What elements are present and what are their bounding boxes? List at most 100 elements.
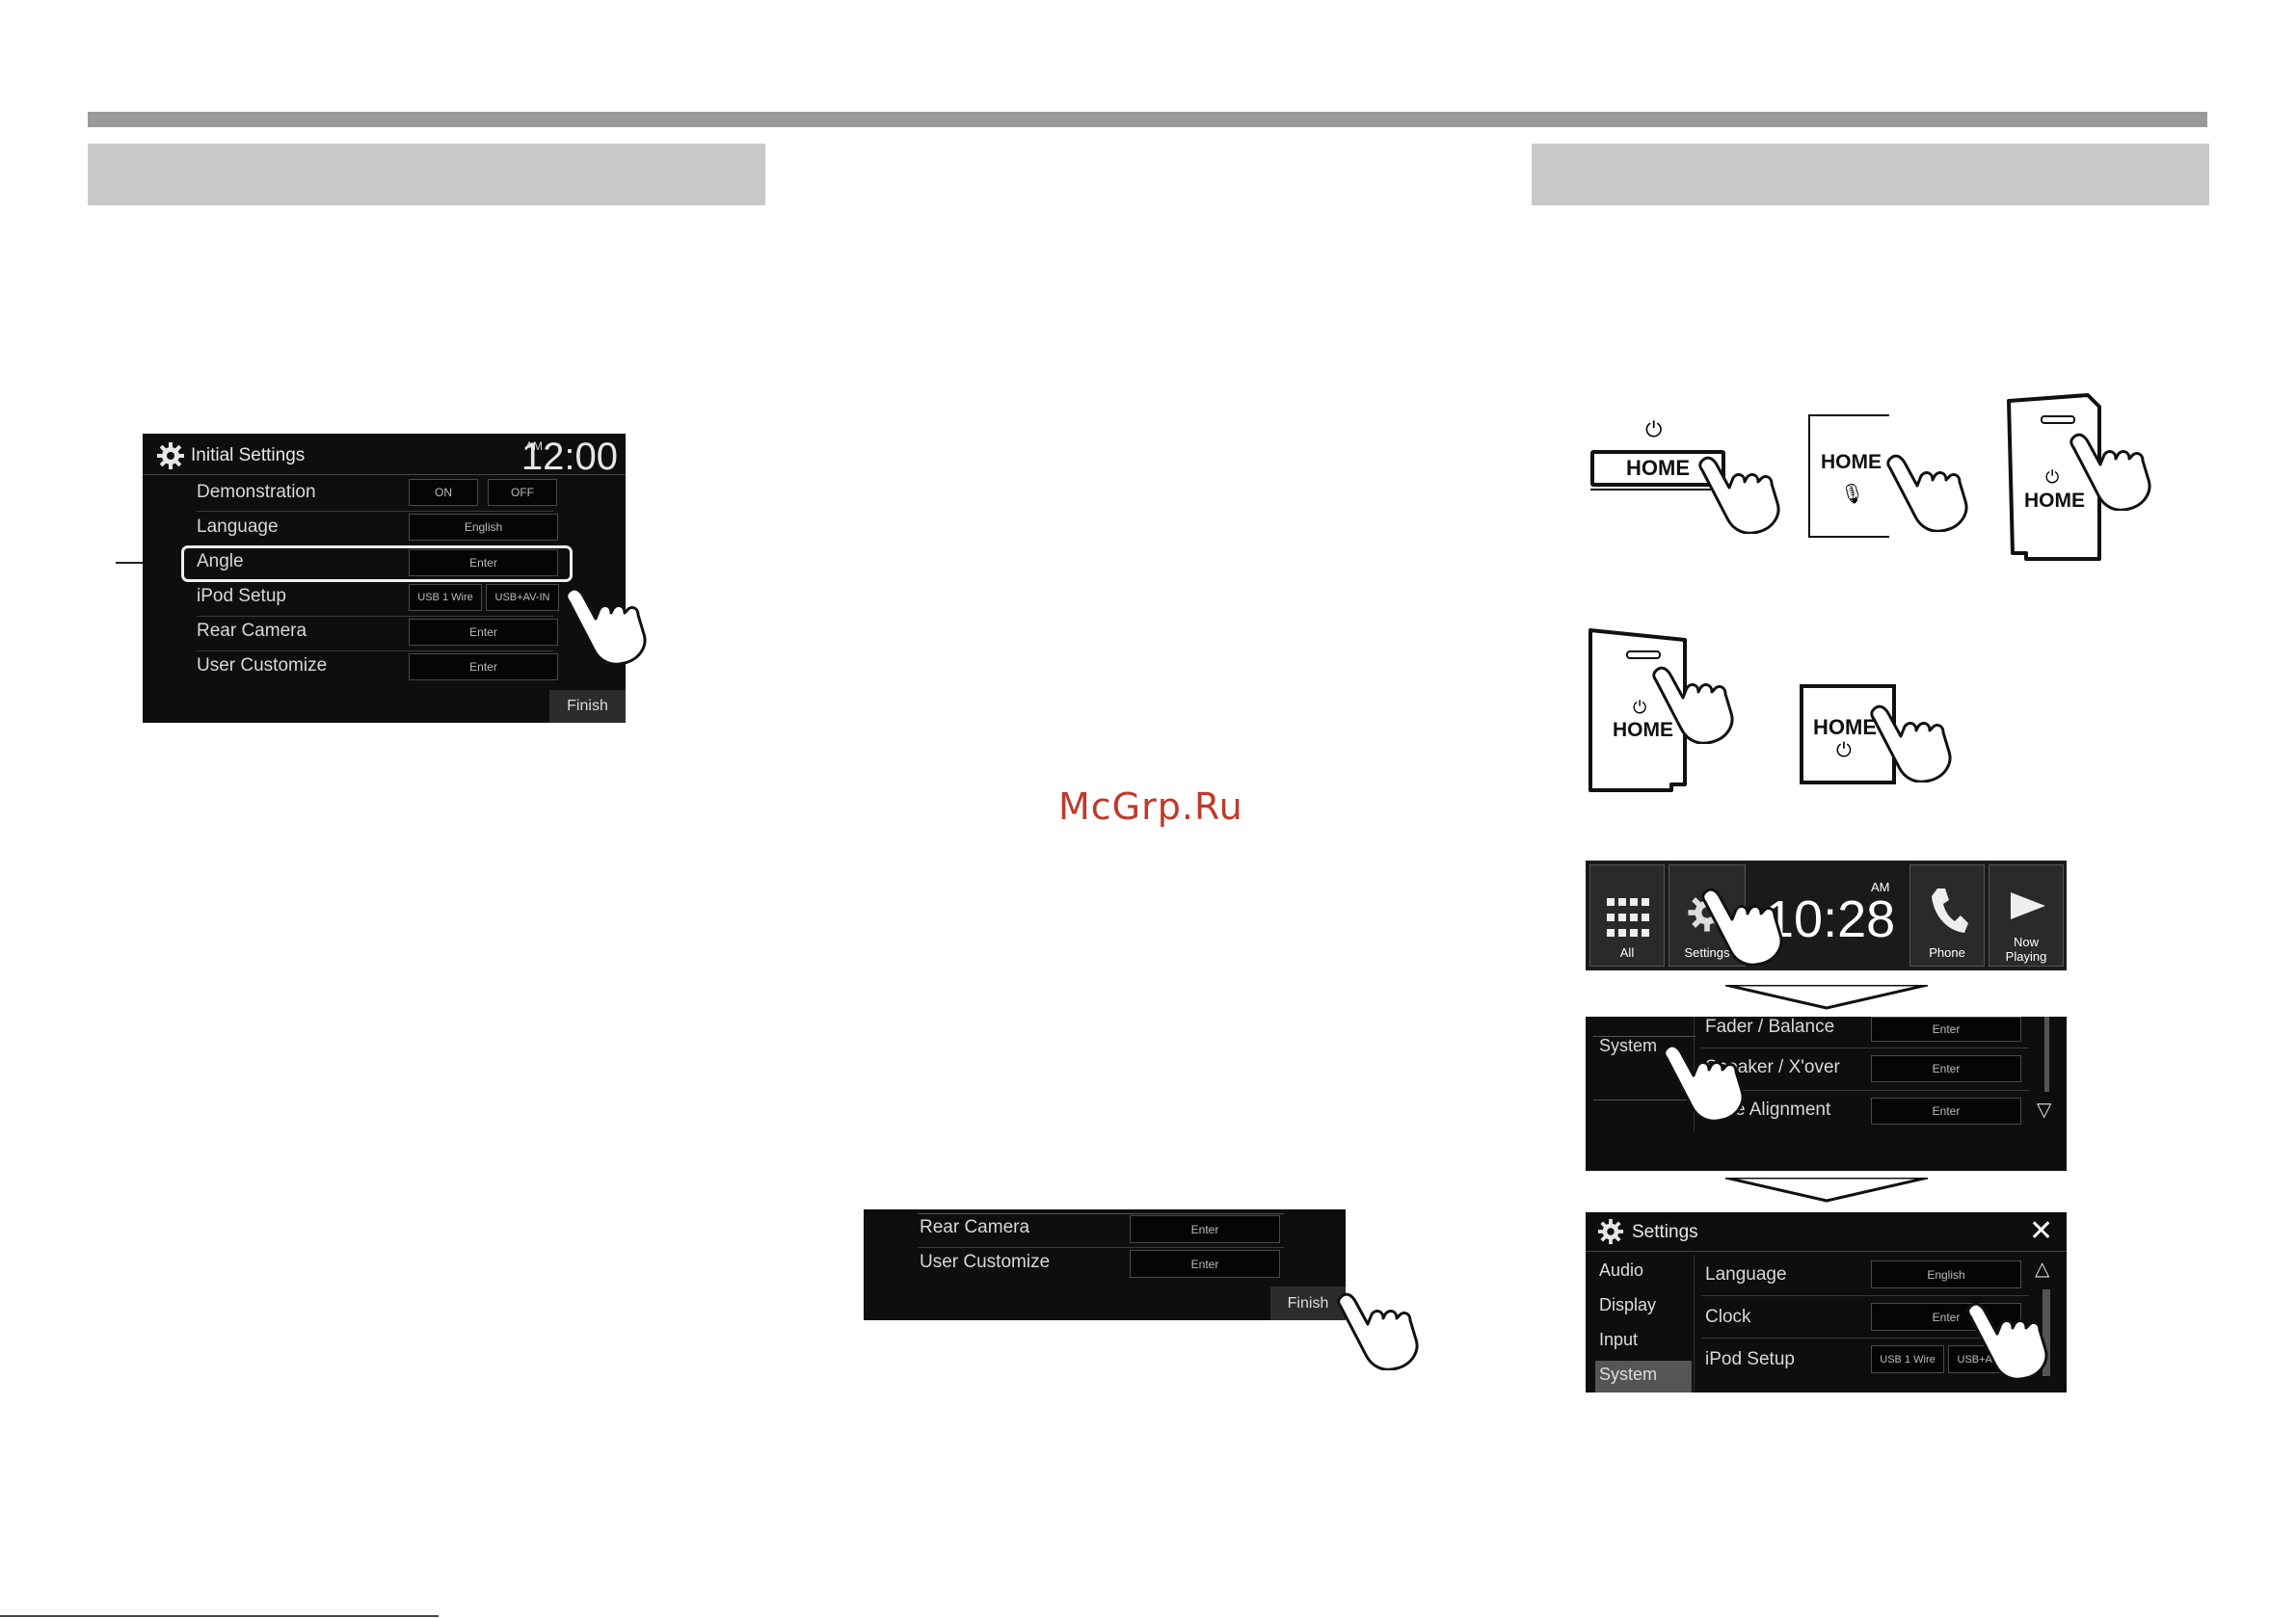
side-item-system[interactable]: System: [1599, 1365, 1658, 1384]
top-rule: [88, 112, 2207, 127]
scroll-down-icon[interactable]: ▽: [2037, 1100, 2052, 1121]
left-section-header: [88, 144, 765, 205]
usb-1-wire-button[interactable]: USB 1 Wire: [409, 584, 482, 611]
hand-pointer-icon: [1698, 456, 1780, 534]
row-divider: [918, 1213, 1284, 1214]
side-divider: [1593, 1100, 1695, 1101]
scrollbar[interactable]: [2042, 1289, 2050, 1376]
user-customize-enter-button[interactable]: Enter: [409, 653, 558, 680]
clock-display: 12:00: [521, 436, 618, 478]
grid-icon: [1607, 898, 1649, 937]
hand-pointer-icon: [1966, 1302, 2048, 1380]
home-label: HOME: [1813, 715, 1877, 739]
hand-pointer-icon: [1886, 454, 1968, 532]
all-label: All: [1619, 945, 1635, 960]
all-tile[interactable]: All: [1589, 864, 1665, 967]
row-label-clock: Clock: [1705, 1307, 1751, 1327]
language-button[interactable]: English: [409, 514, 558, 541]
row-divider: [1701, 1090, 2029, 1091]
step-arrow-down: [1725, 985, 1928, 1010]
hand-pointer-icon: [1652, 666, 1734, 744]
scrollbar[interactable]: [2044, 1017, 2049, 1092]
time-alignment-enter-button[interactable]: Enter: [1871, 1098, 2021, 1125]
home-menu-bar: All Settings AM 10:28 Phone Now Playing: [1586, 861, 2067, 970]
title-divider: [143, 474, 626, 475]
scroll-up-icon[interactable]: △: [2035, 1259, 2050, 1280]
footer-rule: [0, 1615, 439, 1617]
row-divider: [1701, 1338, 2029, 1339]
hand-pointer-icon: [1870, 704, 1952, 782]
settings-screen: Settings ✕ Audio Display Input System La…: [1586, 1212, 2067, 1393]
gear-icon: [1597, 1218, 1624, 1245]
close-icon[interactable]: ✕: [2029, 1215, 2054, 1247]
finish-button[interactable]: Finish: [1270, 1286, 1346, 1320]
finish-detail-screen: Rear Camera Enter User Customize Enter F…: [864, 1209, 1346, 1320]
hand-pointer-icon: [2069, 433, 2151, 511]
row-divider: [1701, 1295, 2029, 1296]
demo-on-button[interactable]: ON: [409, 479, 478, 506]
row-label-rear-camera: Rear Camera: [920, 1217, 1030, 1237]
angle-enter-button[interactable]: Enter: [409, 549, 558, 576]
side-item-system[interactable]: System: [1599, 1036, 1658, 1055]
home-bar-base: [1590, 479, 1725, 491]
power-icon: ⏻: [2045, 467, 2060, 487]
ampm-label: AM: [525, 439, 543, 453]
right-section-header: [1532, 144, 2209, 205]
fader-enter-button[interactable]: Enter: [1871, 1017, 2021, 1042]
row-label-angle: Angle: [197, 551, 244, 571]
home-label: HOME: [2024, 490, 2085, 512]
phone-tile[interactable]: Phone: [1909, 864, 1985, 967]
clock-enter-button[interactable]: Enter: [1871, 1303, 2021, 1331]
power-icon: ⏻: [1645, 417, 1663, 441]
phone-icon: [1932, 889, 1968, 933]
title-divider: [1586, 1251, 2067, 1252]
screen-title: Initial Settings: [191, 445, 306, 465]
column-divider: [1694, 1255, 1695, 1393]
rear-camera-enter-button[interactable]: Enter: [409, 619, 558, 646]
side-item-display[interactable]: Display: [1599, 1295, 1657, 1314]
side-item-selected-bg: [1595, 1361, 1692, 1393]
row-divider: [197, 511, 553, 512]
hand-pointer-icon: [1337, 1292, 1419, 1370]
speaker-enter-button[interactable]: Enter: [1871, 1055, 2021, 1082]
home-label: HOME: [1613, 719, 1673, 741]
usb-av-in-button[interactable]: USB+AV-IN: [486, 584, 559, 611]
ampm-label: AM: [1871, 880, 1890, 894]
gear-icon: [157, 442, 184, 469]
row-divider: [918, 1247, 1284, 1248]
home-label: HOME: [1821, 451, 1882, 473]
play-icon: [2011, 892, 2045, 919]
hand-pointer-icon: [1663, 1044, 1745, 1122]
row-label-rear-camera: Rear Camera: [197, 621, 307, 641]
side-item-input[interactable]: Input: [1599, 1330, 1639, 1349]
row-label-user-customize: User Customize: [197, 655, 328, 676]
power-icon: ⏻: [1633, 698, 1647, 717]
row-divider: [197, 650, 553, 651]
row-label-ipod-setup: iPod Setup: [197, 586, 286, 606]
now-playing-tile[interactable]: Now Playing: [1989, 864, 2064, 967]
system-screen: System Fader / Balance Enter Speaker / X…: [1586, 1017, 2067, 1171]
power-icon: ⏻: [1836, 740, 1852, 761]
mic-icon: 🎙: [1840, 484, 1865, 505]
language-button[interactable]: English: [1871, 1260, 2021, 1288]
initial-settings-screen: Initial Settings AM 12:00 Demonstration …: [143, 434, 626, 723]
row-label-ipod-setup: iPod Setup: [1705, 1349, 1795, 1369]
home-button-bar[interactable]: HOME: [1590, 450, 1725, 487]
demo-off-button[interactable]: OFF: [488, 479, 557, 506]
row-label-speaker-xover: Speaker / X'over: [1705, 1057, 1840, 1077]
user-customize-enter-button[interactable]: Enter: [1130, 1250, 1280, 1278]
finish-button[interactable]: Finish: [549, 690, 626, 723]
step-arrow-down: [1725, 1178, 1928, 1203]
phone-label: Phone: [1929, 945, 1965, 960]
screen-title: Settings: [1632, 1222, 1698, 1242]
home-button-panel-mic[interactable]: [1808, 414, 1889, 538]
row-label-demonstration: Demonstration: [197, 482, 316, 502]
side-item-audio[interactable]: Audio: [1599, 1260, 1644, 1280]
clock-display: 10:28: [1765, 890, 1896, 948]
now-playing-label: Now Playing: [2005, 935, 2047, 964]
hand-pointer-icon: [1701, 888, 1783, 966]
usb-1-wire-button[interactable]: USB 1 Wire: [1871, 1345, 1944, 1373]
row-label-fader-balance: Fader / Balance: [1705, 1017, 1835, 1037]
row-label-user-customize: User Customize: [920, 1252, 1051, 1272]
rear-camera-enter-button[interactable]: Enter: [1130, 1215, 1280, 1243]
